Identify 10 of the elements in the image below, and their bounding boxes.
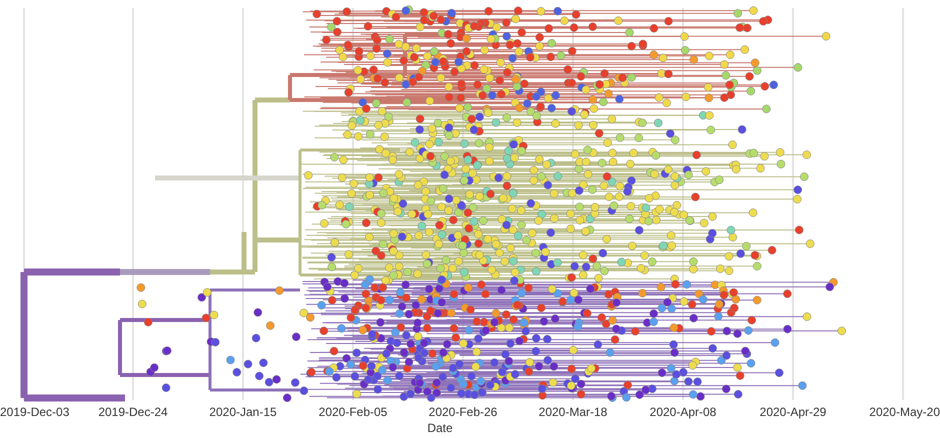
axis-tick-label: 2019-Dec-03: [0, 404, 70, 421]
axis-tick-label: 2020-Apr-08: [650, 404, 716, 421]
axis-tick-label: 2020-Jan-15: [209, 404, 277, 421]
axis-tick-label: 2020-Apr-29: [760, 404, 826, 421]
axis-tick-label: 2020-May-20: [869, 404, 940, 421]
axis-tick-label: 2020-Feb-26: [428, 404, 498, 421]
axis-tick-label: 2019-Dec-24: [98, 404, 168, 421]
axis-title: Date: [427, 420, 453, 437]
axis-tick-label: 2020-Feb-05: [318, 404, 388, 421]
axis-tick-label: 2020-Mar-18: [538, 404, 608, 421]
